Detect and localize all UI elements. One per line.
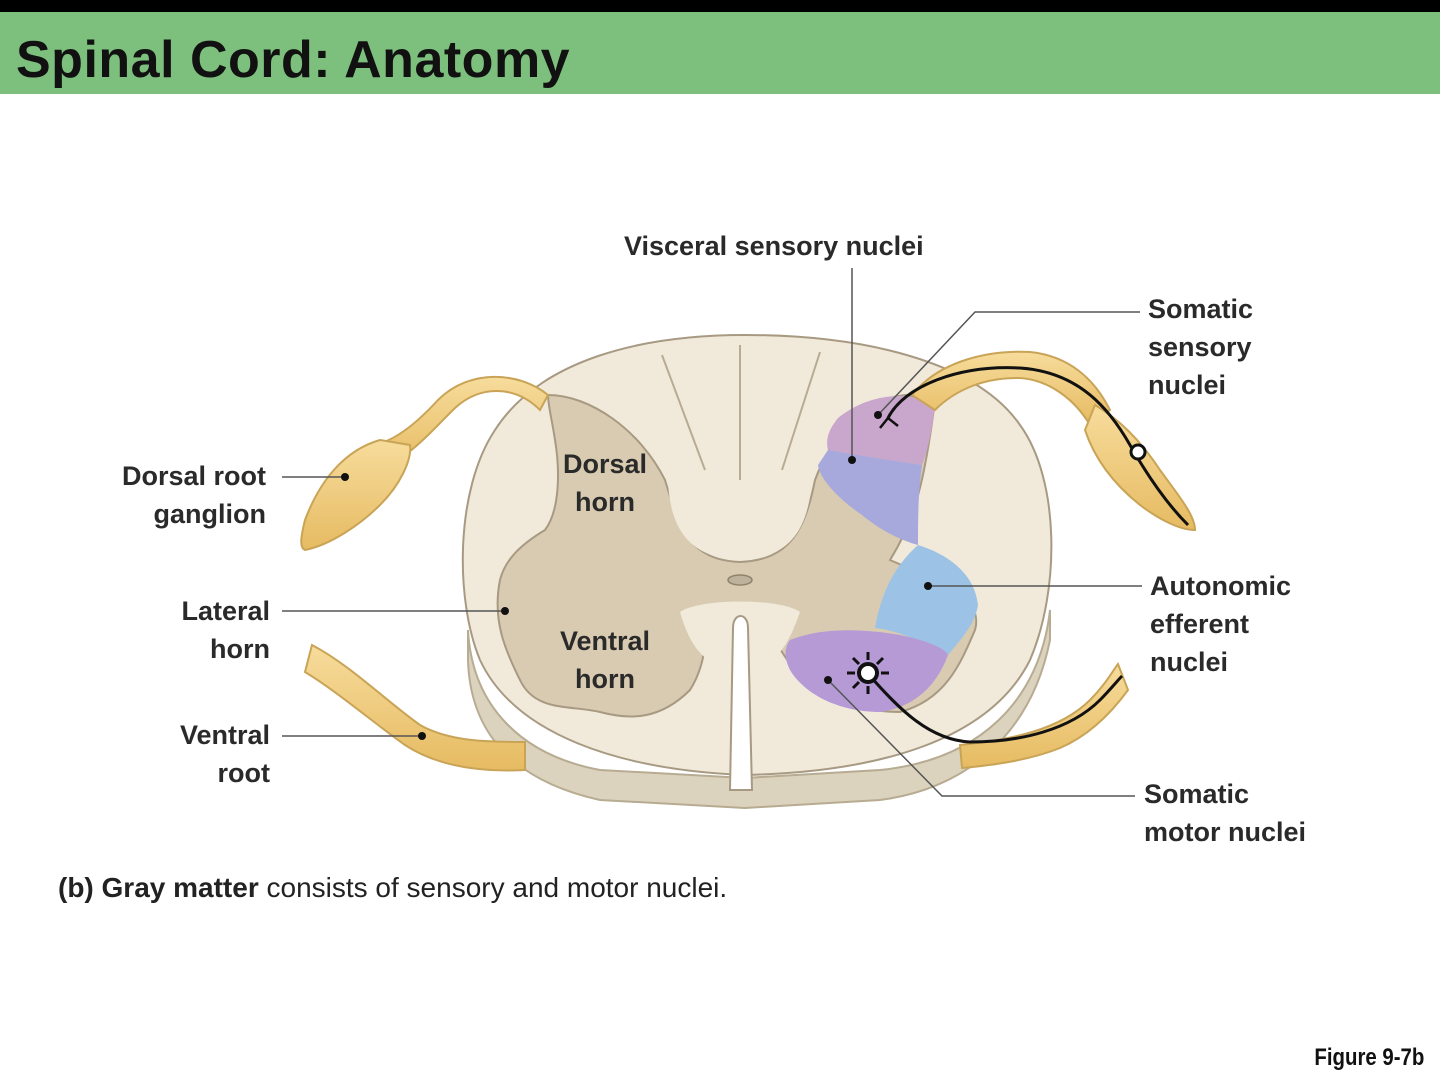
figure-caption: (b) Gray matter consists of sensory and … — [58, 872, 727, 904]
caption-bold: Gray matter — [101, 872, 259, 903]
right-ventral-root — [958, 661, 1130, 770]
label-ventral-horn: Ventral horn — [540, 622, 670, 698]
label-line: ganglion — [153, 499, 266, 529]
label-line: horn — [575, 664, 635, 694]
label-lateral-horn: Lateral horn — [100, 592, 270, 668]
label-line: Ventral — [559, 626, 651, 656]
leader-lines — [282, 268, 1142, 797]
label-somatic-motor-nuclei: Somatic motor nuclei — [1144, 775, 1306, 851]
leader-dots — [341, 411, 932, 740]
label-line: Dorsal — [562, 449, 648, 479]
right-dorsal-root — [910, 350, 1112, 427]
motor-neuron-axon — [868, 674, 1124, 744]
sensory-neuron-axon — [886, 366, 1190, 527]
label-dorsal-horn: Dorsal horn — [540, 445, 670, 521]
label-line: Somatic — [1148, 294, 1254, 324]
leader-somatic-motor — [827, 679, 1135, 797]
caption-prefix: (b) — [58, 872, 102, 903]
label-line: horn — [575, 487, 635, 517]
dorsal-column-line-left — [661, 354, 706, 471]
caption-rest: consists of sensory and motor nuclei. — [258, 872, 728, 903]
cord-slab-edge — [467, 609, 1051, 810]
top-black-bar — [0, 0, 1440, 12]
label-line: nuclei — [1148, 370, 1227, 400]
label-line: Lateral — [181, 596, 270, 626]
page-title: Spinal Cord: Anatomy — [16, 31, 571, 89]
label-autonomic-efferent-nuclei: Autonomic efferent nuclei — [1150, 567, 1291, 681]
label-ventral-root: Ventral root — [100, 716, 270, 792]
label-line: Dorsal root — [121, 461, 266, 491]
visceral-sensory-region — [818, 450, 922, 545]
label-line: root — [217, 758, 270, 788]
label-line: motor nuclei — [1144, 817, 1307, 847]
dorsal-column-line-right — [781, 351, 821, 471]
ventral-median-fissure — [728, 615, 754, 791]
sensory-neuron-cell-body — [1129, 443, 1147, 461]
label-line: nuclei — [1150, 647, 1229, 677]
autonomic-efferent-region — [875, 545, 978, 655]
label-line: Somatic — [1144, 779, 1250, 809]
sensory-neuron-terminal — [879, 416, 899, 429]
label-line: Ventral — [179, 720, 270, 750]
title-bar: Spinal Cord: Anatomy — [0, 12, 1440, 94]
label-line: sensory — [1148, 332, 1252, 362]
label-line: horn — [210, 634, 270, 664]
somatic-sensory-region — [827, 396, 935, 465]
left-dorsal-root-ganglion — [300, 438, 412, 552]
figure-reference: Figure 9-7b — [1314, 1044, 1424, 1071]
label-visceral-sensory-nuclei: Visceral sensory nuclei — [624, 231, 924, 261]
label-somatic-sensory-nuclei: Somatic sensory nuclei — [1148, 290, 1253, 404]
label-dorsal-root-ganglion: Dorsal root ganglion — [60, 457, 266, 533]
leader-somatic-sensory — [877, 311, 1140, 416]
label-line: Autonomic — [1150, 571, 1291, 601]
dorsal-notch — [668, 480, 812, 560]
label-line: efferent — [1150, 609, 1250, 639]
central-canal — [727, 574, 753, 586]
left-ventral-root — [303, 643, 526, 772]
right-dorsal-root-ganglion — [1083, 403, 1197, 532]
motor-neuron-cell-body — [847, 652, 889, 694]
